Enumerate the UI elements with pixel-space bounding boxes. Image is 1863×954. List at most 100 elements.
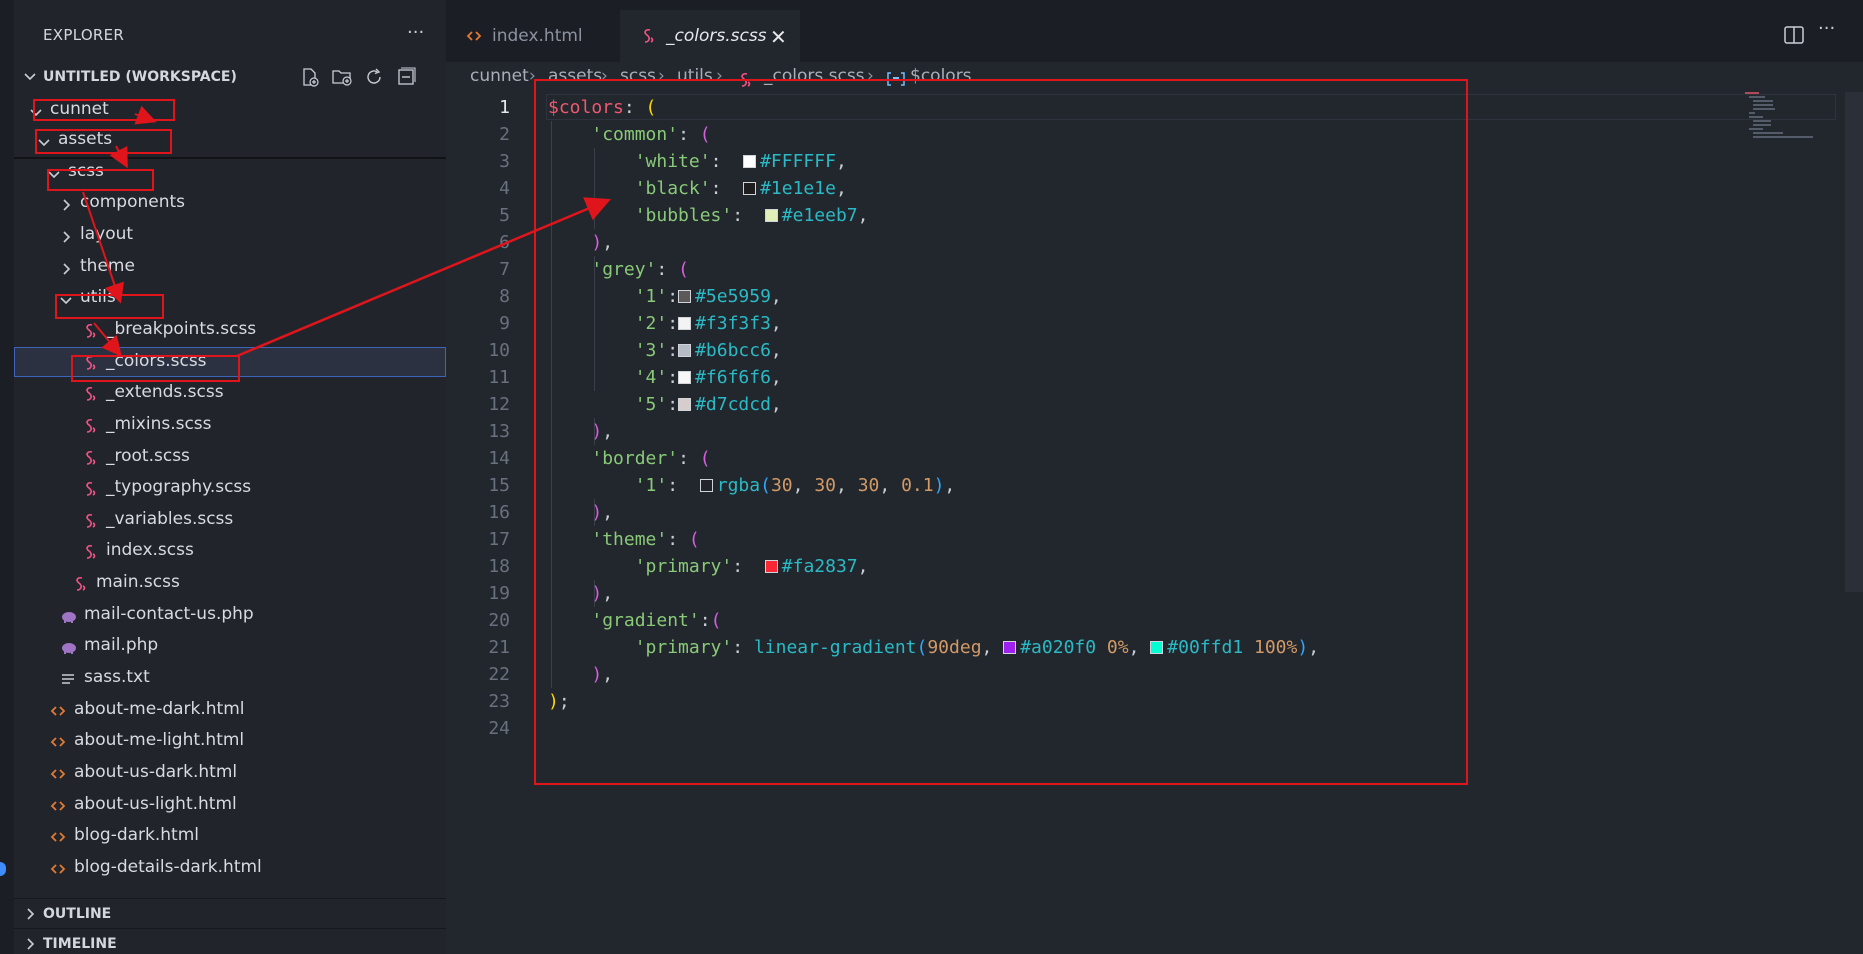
chevron-down-icon xyxy=(30,109,42,117)
chevron-right-icon: › xyxy=(716,66,723,86)
color-swatch[interactable] xyxy=(743,155,757,168)
html-file-icon xyxy=(50,797,66,815)
breadcrumb-item[interactable]: utils xyxy=(677,66,713,86)
code-line-9: '2':#f3f3f3, xyxy=(634,313,782,334)
file-item[interactable]: main.scss xyxy=(14,568,446,598)
file-item[interactable]: _mixins.scss xyxy=(14,410,446,440)
breadcrumb-item[interactable]: _colors.scss xyxy=(764,66,865,86)
folder-item[interactable]: theme xyxy=(14,252,446,282)
code-line-7: 'grey': ( xyxy=(591,259,689,280)
file-item[interactable]: _typography.scss xyxy=(14,473,446,503)
chevron-right-icon: › xyxy=(658,66,665,86)
file-item[interactable]: about-me-dark.html xyxy=(14,695,446,725)
file-item[interactable]: about-us-dark.html xyxy=(14,758,446,788)
tree-item-label: components xyxy=(80,192,186,212)
file-item[interactable]: _variables.scss xyxy=(14,505,446,535)
tab-label: index.html xyxy=(492,26,583,46)
new-folder-icon[interactable] xyxy=(331,67,352,87)
file-item[interactable]: sass.txt xyxy=(14,663,446,693)
color-swatch[interactable] xyxy=(678,344,692,357)
code-line-10: '3':#b6bcc6, xyxy=(634,340,782,361)
color-swatch[interactable] xyxy=(743,182,757,195)
code-line-16: ), xyxy=(591,502,614,523)
folder-item[interactable]: utils xyxy=(14,283,446,313)
code-line-18: 'primary': #fa2837, xyxy=(634,556,869,577)
new-file-icon[interactable] xyxy=(300,67,320,87)
html-file-icon xyxy=(50,828,66,846)
explorer-sidebar: EXPLORER ··· UNTITLED (WORKSPACE) cunnet… xyxy=(0,0,446,954)
chevron-right-icon xyxy=(63,231,71,243)
tree-item-label: main.scss xyxy=(96,572,180,592)
scss-file-icon xyxy=(72,575,88,593)
file-item[interactable]: mail.php xyxy=(14,631,446,661)
indent-guide xyxy=(594,418,595,445)
tree-item-label: _extends.scss xyxy=(106,382,224,402)
color-swatch[interactable] xyxy=(678,398,692,411)
tree-item-label: about-us-light.html xyxy=(74,794,237,814)
file-item[interactable]: index.scss xyxy=(14,536,446,566)
color-swatch[interactable] xyxy=(764,209,778,222)
tree-item-label: mail-contact-us.php xyxy=(84,604,254,624)
outline-section-header[interactable]: OUTLINE xyxy=(14,898,446,928)
scss-file-icon xyxy=(82,322,98,340)
split-editor-icon[interactable] xyxy=(1783,24,1805,46)
refresh-icon[interactable] xyxy=(364,67,384,87)
tree-item-label: _colors.scss xyxy=(106,351,207,371)
file-item[interactable]: blog-dark.html xyxy=(14,821,446,851)
ellipsis-icon[interactable]: ··· xyxy=(407,22,425,43)
code-line-4: 'black': #1e1e1e, xyxy=(634,178,847,199)
folder-item[interactable]: cunnet xyxy=(14,95,446,125)
chevron-right-icon: › xyxy=(529,66,536,86)
tab-index-html[interactable]: index.html xyxy=(446,10,620,62)
color-swatch[interactable] xyxy=(678,290,692,303)
folder-item[interactable]: scss xyxy=(14,157,446,187)
breadcrumb-item[interactable]: $colors xyxy=(910,66,972,86)
file-item[interactable]: about-me-light.html xyxy=(14,726,446,756)
folder-item[interactable]: assets xyxy=(14,125,446,155)
line-number: 10 xyxy=(488,340,510,361)
tree-item-label: blog-dark.html xyxy=(74,825,200,845)
file-item[interactable]: blog-details-dark.html xyxy=(14,853,446,883)
file-item[interactable]: _colors.scss xyxy=(14,347,446,377)
line-number: 13 xyxy=(488,421,510,442)
code-line-6: ), xyxy=(591,232,614,253)
file-item[interactable]: _root.scss xyxy=(14,442,446,472)
breadcrumb-item[interactable]: assets xyxy=(548,66,603,86)
breadcrumb-item[interactable]: cunnet xyxy=(470,66,529,86)
color-swatch[interactable] xyxy=(764,560,778,573)
workspace-section-header[interactable]: UNTITLED (WORKSPACE) xyxy=(14,66,446,90)
tree-item-label: blog-details-dark.html xyxy=(74,857,262,877)
folder-item[interactable]: layout xyxy=(14,220,446,250)
color-swatch[interactable] xyxy=(678,371,692,384)
tree-item-label: about-me-light.html xyxy=(74,730,245,750)
tree-item-label: mail.php xyxy=(84,635,159,655)
editor-scrollbar[interactable] xyxy=(1845,92,1863,592)
folder-item[interactable]: components xyxy=(14,188,446,218)
line-number: 17 xyxy=(488,529,510,550)
code-line-17: 'theme': ( xyxy=(591,529,700,550)
color-swatch[interactable] xyxy=(1003,641,1017,654)
color-swatch[interactable] xyxy=(699,479,713,492)
tree-item-label: _variables.scss xyxy=(106,509,234,529)
more-actions-icon[interactable]: ··· xyxy=(1818,18,1836,39)
close-icon[interactable]: ✕ xyxy=(770,25,787,49)
timeline-section-header[interactable]: TIMELINE xyxy=(14,928,446,954)
code-line-1: $colors: ( xyxy=(548,97,657,118)
chevron-right-icon: › xyxy=(867,66,874,86)
breadcrumb-item[interactable]: scss xyxy=(620,66,656,86)
file-item[interactable]: mail-contact-us.php xyxy=(14,600,446,630)
file-item[interactable]: about-us-light.html xyxy=(14,790,446,820)
color-swatch[interactable] xyxy=(678,317,692,330)
tab-colors-scss[interactable]: _colors.scss ✕ xyxy=(620,10,800,62)
scss-file-icon xyxy=(741,73,751,87)
indent-guide xyxy=(594,499,595,526)
minimap[interactable] xyxy=(1745,92,1815,142)
collapse-all-icon[interactable] xyxy=(396,67,416,87)
color-swatch[interactable] xyxy=(1150,641,1164,654)
line-number: 23 xyxy=(488,691,510,712)
workspace-label: UNTITLED (WORKSPACE) xyxy=(43,69,237,85)
file-item[interactable]: _breakpoints.scss xyxy=(14,315,446,345)
file-item[interactable]: _extends.scss xyxy=(14,378,446,408)
line-number: 2 xyxy=(499,124,510,145)
